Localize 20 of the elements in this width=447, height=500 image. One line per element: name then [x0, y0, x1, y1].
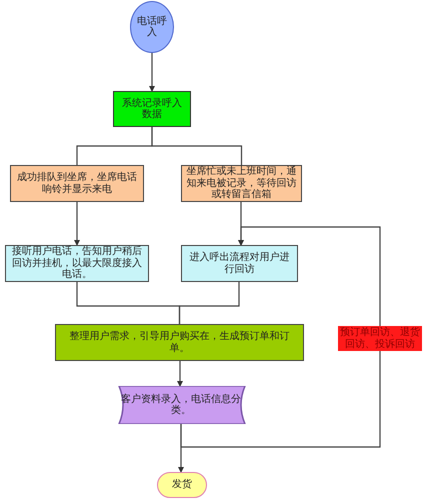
connector-arrow — [149, 53, 155, 92]
process-box — [10, 165, 144, 202]
node-text: 成功排队到坐席，坐席电话响铃并显示来电 — [16, 172, 138, 195]
node-text: 进入呼出流程对用户进行回访 — [188, 252, 290, 275]
process-box — [181, 245, 298, 282]
node-text: 系统记录呼入数据 — [121, 98, 183, 120]
node-text: 发货 — [172, 479, 192, 491]
start-ellipse — [130, 1, 174, 53]
connector-arrow — [180, 226, 381, 448]
node-text: 接听用户电话，告知用户稍后回访并挂机，以最大限度接入电话。 — [11, 246, 143, 281]
connector-arrow — [177, 361, 183, 387]
node-text: 坐席忙或未上班时间，通知来电被记录，等待回访或转留言信箱 — [186, 166, 297, 201]
terminal-pill — [157, 472, 207, 498]
node-text: 整理用户需求，引导用户购买在，生成预订单和订单。 — [68, 331, 290, 354]
connector-arrow — [74, 202, 80, 246]
node-text: 客户资料录入，电话信息分类。 — [120, 394, 242, 416]
process-box — [55, 324, 304, 361]
node-text: 电话呼入 — [136, 16, 168, 38]
process-box — [113, 91, 191, 127]
edge-label: 预订单回访、退货回访、投诉回访 — [338, 326, 422, 351]
